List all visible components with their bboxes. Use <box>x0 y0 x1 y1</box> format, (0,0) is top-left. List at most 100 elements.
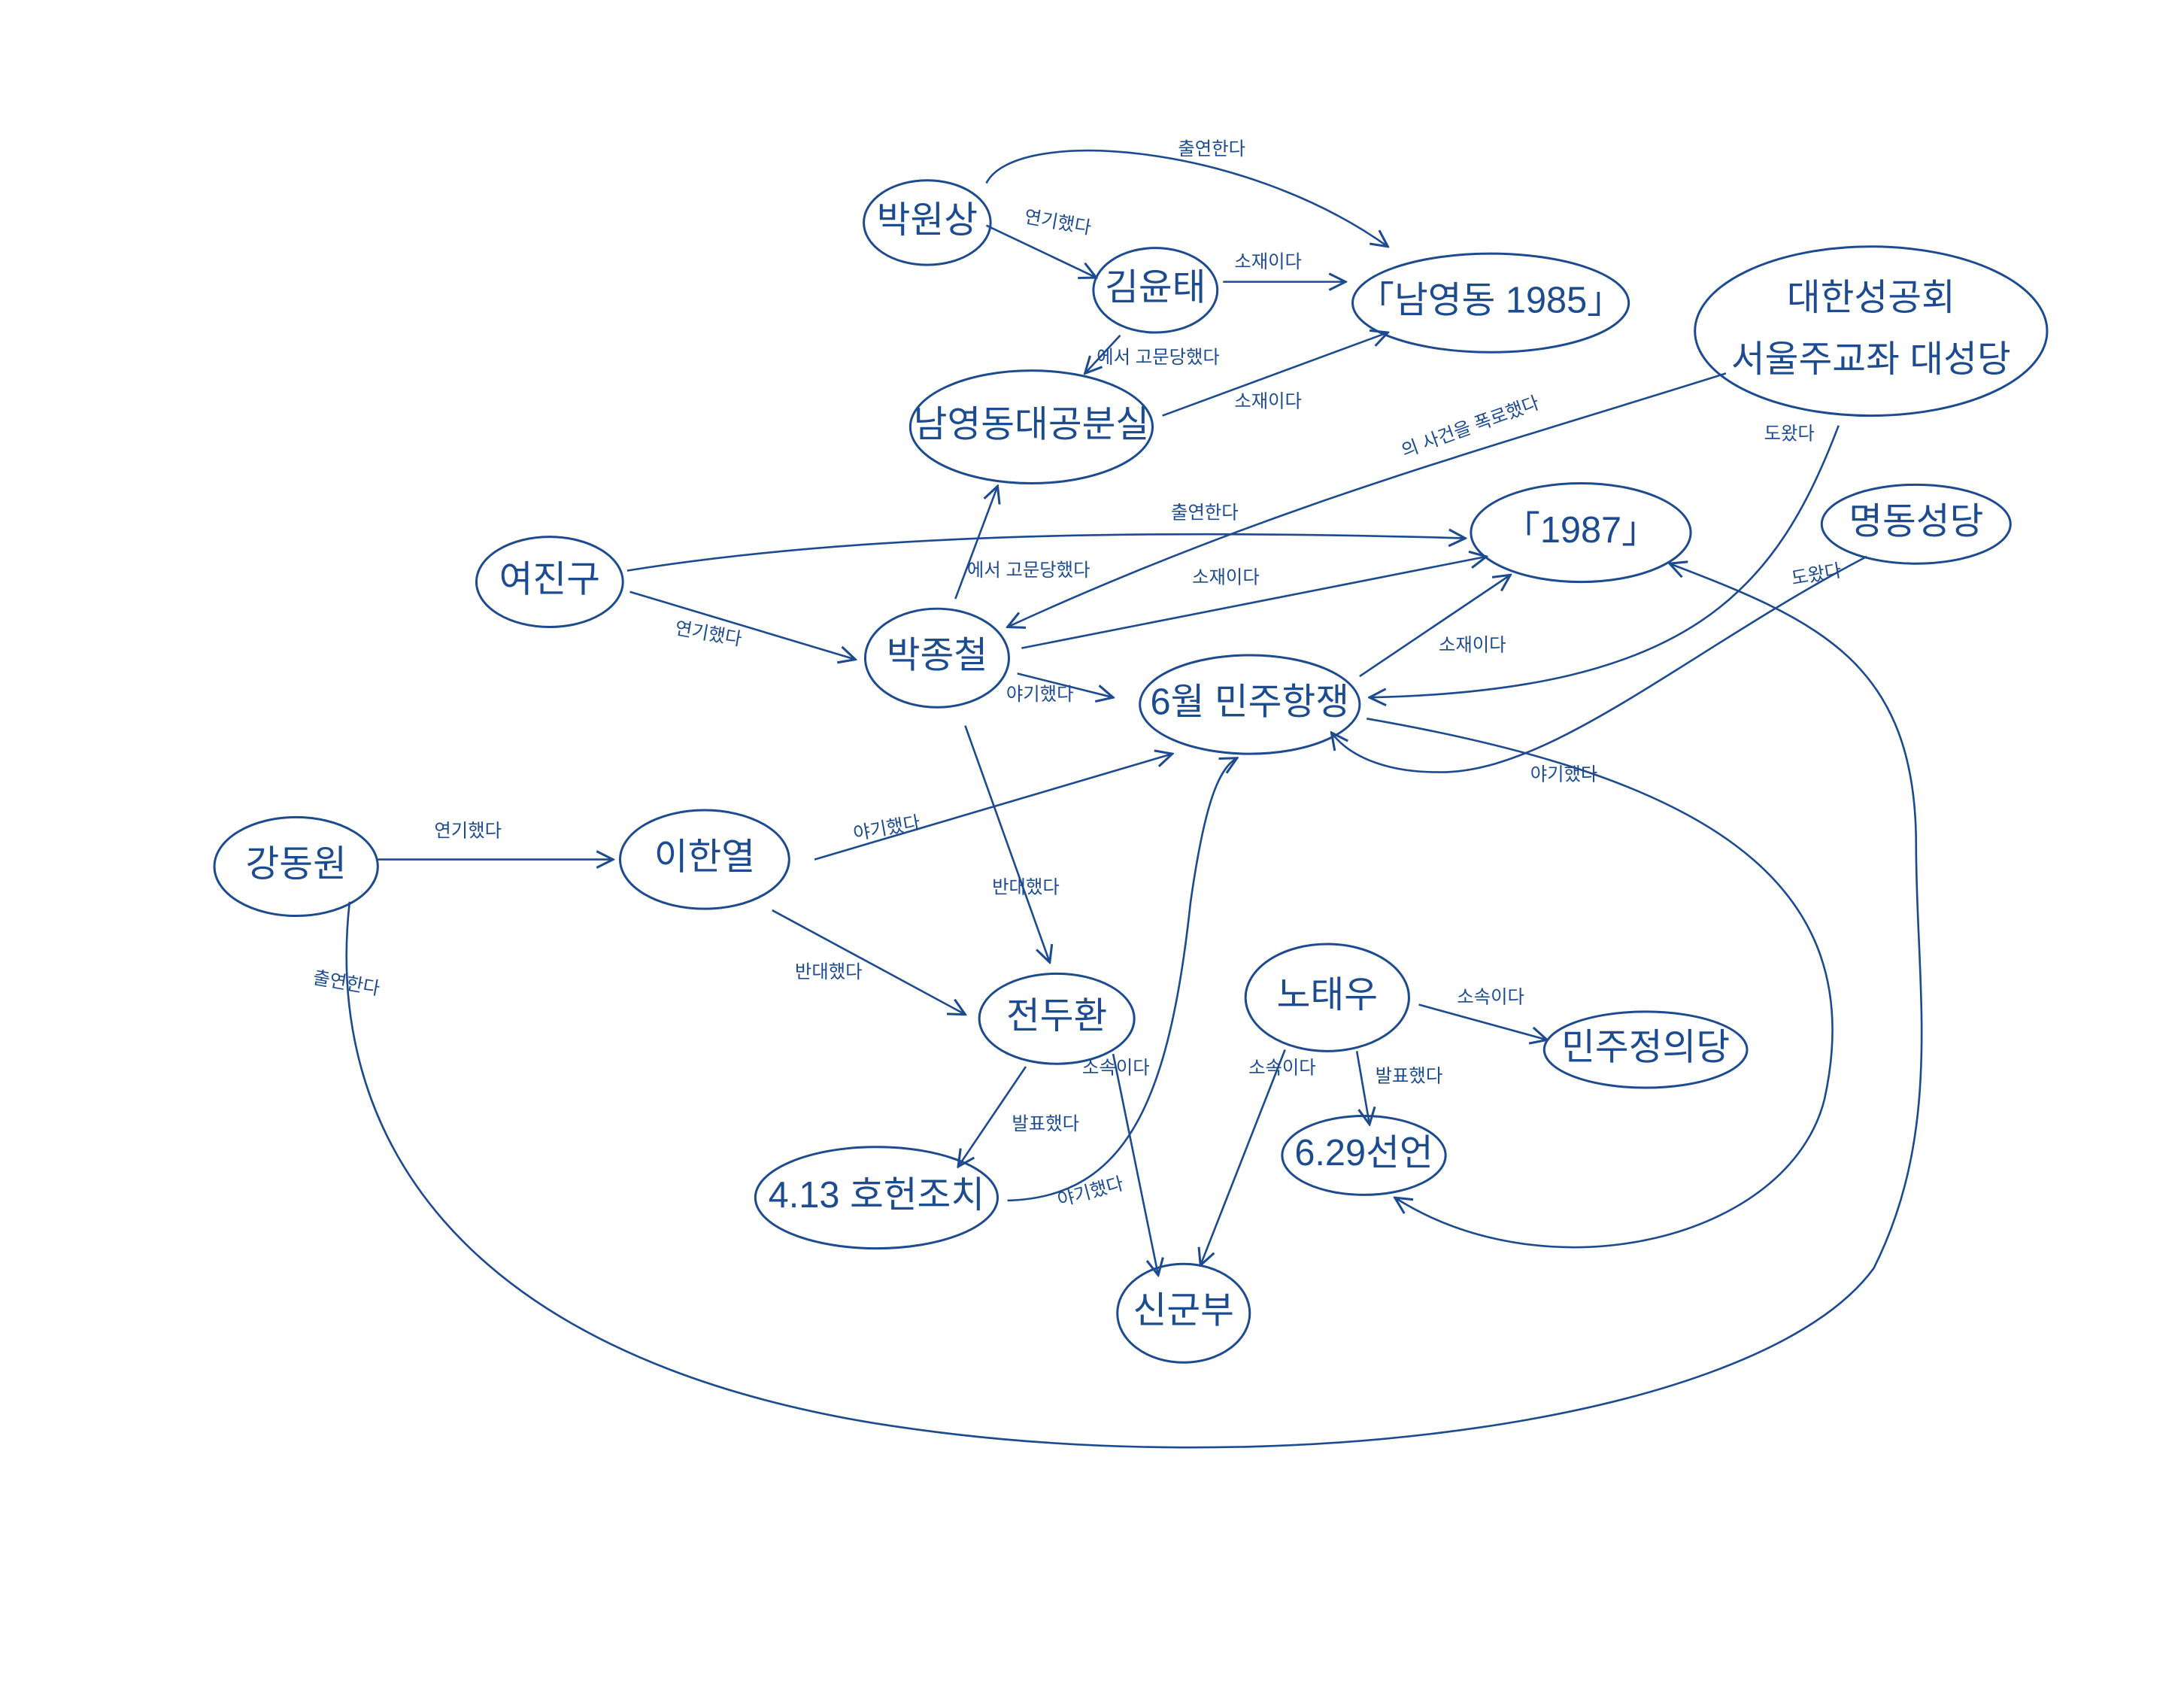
edge-label: 야기했다 <box>1055 1173 1126 1210</box>
node-n2: 「남영동 1985」 <box>1351 252 1630 354</box>
edge-n1-n2: 소재이다 <box>1223 252 1345 282</box>
edge-arrow <box>345 563 1923 1449</box>
edge-n13-n14: 소속이다 <box>1418 988 1547 1040</box>
edge-label: 연기했다 <box>434 821 502 842</box>
edge-arrow <box>985 224 1097 278</box>
node-ellipse <box>1351 252 1630 354</box>
node-ellipse <box>978 972 1136 1065</box>
node-ellipse <box>213 815 379 918</box>
node-n12: 전두환 <box>978 972 1136 1065</box>
edge-arrow <box>1359 575 1510 678</box>
node-label: 전두환 <box>1006 996 1107 1037</box>
node-label: 6.29선언 <box>1294 1133 1433 1173</box>
edge-n8-n12: 반대했다 <box>964 725 1060 963</box>
node-label: 노태우 <box>1277 975 1378 1016</box>
edge-label: 반대했다 <box>795 962 863 982</box>
edge-label: 에서 고문당했다 <box>1097 348 1220 368</box>
node-label: 민주정의당 <box>1561 1027 1730 1067</box>
edge-arrow <box>1418 1003 1547 1040</box>
edge-label: 소재이다 <box>1234 252 1302 272</box>
edge-arrow <box>814 754 1172 861</box>
node-n0: 박원상 <box>863 179 992 266</box>
edge-arrow <box>1007 758 1237 1202</box>
edge-arrow <box>1112 1053 1158 1275</box>
node-ellipse <box>1092 247 1219 334</box>
node-n13: 노태우 <box>1244 943 1410 1052</box>
edge-arrow <box>985 149 1388 247</box>
edge-arrow <box>626 534 1466 572</box>
edge-label: 에서 고문당했다 <box>967 560 1090 581</box>
node-n9: 6월 민주항쟁 <box>1139 654 1361 755</box>
edge-n5-n8: 연기했다 <box>629 590 856 660</box>
node-label: 여진구 <box>499 559 600 600</box>
edge-n8-n6: 소재이다 <box>1021 557 1486 649</box>
node-label: 박종철 <box>887 636 987 676</box>
edge-label: 소재이다 <box>1439 635 1506 655</box>
edge-n9-n15: 야기했다 <box>1367 718 1834 1249</box>
node-ellipse <box>754 1146 999 1250</box>
edge-n0-n1: 연기했다 <box>985 207 1097 278</box>
node-n10: 강동원 <box>213 815 379 918</box>
node-n5: 여진구 <box>475 536 624 629</box>
node-label: 「남영동 1985」 <box>1357 281 1624 321</box>
edge-n8-n4: 에서 고문당했다 <box>954 486 1090 600</box>
edge-arrow <box>1370 425 1840 698</box>
edge-n16-n9: 야기했다 <box>1007 758 1237 1211</box>
edge-n4-n2: 소재이다 <box>1162 332 1388 417</box>
node-label: 이한열 <box>654 836 755 877</box>
edge-arrow <box>1367 718 1834 1249</box>
node-n6: 「1987」 <box>1470 481 1692 584</box>
node-ellipse <box>863 179 992 266</box>
node-label: 6월 민주항쟁 <box>1151 682 1350 722</box>
node-n11: 이한열 <box>619 809 790 910</box>
edge-n5-n6: 출연한다 <box>626 502 1466 572</box>
edge-n10-n11: 연기했다 <box>378 821 613 860</box>
node-label: 박원상 <box>877 200 978 241</box>
edge-n7-n9: 도왔다 <box>1331 555 1867 773</box>
node-label: 대한성공회 <box>1787 278 1955 318</box>
node-label: 명동성당 <box>1849 502 1983 542</box>
edge-n12-n17: 소속이다 <box>1082 1053 1158 1275</box>
node-ellipse <box>1281 1115 1447 1196</box>
edge-label: 야기했다 <box>1530 765 1598 785</box>
edge-n0-n2: 출연한다 <box>985 139 1388 247</box>
edge-arrow <box>1017 672 1113 697</box>
edge-arrow <box>958 1066 1027 1167</box>
node-n14: 민주정의당 <box>1542 1010 1749 1089</box>
node-label: 서울주교좌 대성당 <box>1731 339 2011 380</box>
node-n7: 명동성당 <box>1820 483 2012 565</box>
edge-arrow <box>964 725 1049 963</box>
node-ellipse <box>908 369 1154 484</box>
edge-n8-n9: 야기했다 <box>1006 672 1113 705</box>
edge-arrow <box>629 590 856 660</box>
edge-arrow <box>1008 372 1727 627</box>
edge-label: 도왔다 <box>1764 424 1815 444</box>
edge-label: 의 사건을 폭로했다 <box>1399 393 1542 461</box>
node-label: 「1987」 <box>1503 510 1658 551</box>
edge-label: 출연한다 <box>1178 139 1245 159</box>
edge-label: 소재이다 <box>1234 391 1302 411</box>
node-label: 남영동대공분실 <box>914 404 1150 445</box>
edge-label: 출연한다 <box>1171 502 1239 523</box>
edge-label: 반대했다 <box>992 878 1060 898</box>
node-ellipse <box>1244 943 1410 1052</box>
edge-label: 발표했다 <box>1012 1114 1079 1134</box>
edge-arrow <box>1162 332 1388 417</box>
node-n15: 6.29선언 <box>1281 1115 1447 1196</box>
node-ellipse <box>619 809 790 910</box>
node-ellipse <box>1542 1010 1749 1089</box>
edge-n11-n12: 반대했다 <box>772 909 966 1015</box>
node-ellipse <box>475 536 624 629</box>
node-ellipse <box>1820 483 2012 565</box>
edge-arrow <box>772 909 966 1015</box>
edge-arrow <box>1021 557 1486 649</box>
node-label: 신군부 <box>1133 1291 1234 1331</box>
node-n8: 박종철 <box>863 607 1010 709</box>
node-n4: 남영동대공분실 <box>908 369 1154 484</box>
edge-label: 도왔다 <box>1790 560 1843 589</box>
edge-arrow <box>954 486 997 600</box>
edge-n12-n16: 발표했다 <box>958 1066 1079 1167</box>
node-label: 강동원 <box>245 844 346 885</box>
